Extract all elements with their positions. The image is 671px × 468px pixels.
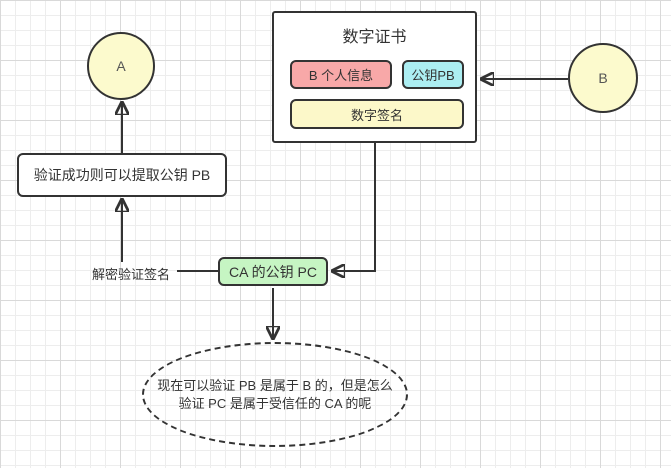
question-line-1: 现在可以验证 PB 是属于 B 的，但是怎么 xyxy=(157,377,393,393)
public-key-pb-box: 公钥PB xyxy=(402,60,464,89)
verify-success-box: 验证成功则可以提取公钥 PB xyxy=(17,153,227,197)
node-a: A xyxy=(87,32,155,100)
arrow-signature-to-ca xyxy=(334,127,376,271)
signature-box: 数字签名 xyxy=(290,99,464,129)
ca-public-key-box: CA 的公钥 PC xyxy=(218,257,328,286)
question-line-2: 验证 PC 是属于受信任的 CA 的呢 xyxy=(178,395,372,411)
decrypt-verify-label: 解密验证签名 xyxy=(92,267,171,282)
certificate-title: 数字证书 xyxy=(342,29,407,46)
node-b: B xyxy=(568,43,638,113)
verify-success-label: 验证成功则可以提取公钥 PB xyxy=(33,167,211,183)
node-a-label: A xyxy=(116,58,126,74)
certificate-box: 数字证书 B 个人信息 公钥PB 数字签名 xyxy=(272,11,477,143)
personal-info-label: B 个人信息 xyxy=(308,68,374,83)
personal-info-box: B 个人信息 xyxy=(290,60,392,89)
public-key-pb-label: 公钥PB xyxy=(411,68,455,83)
node-b-label: B xyxy=(598,70,608,86)
ca-public-key-label: CA 的公钥 PC xyxy=(229,263,317,280)
question-ellipse: 现在可以验证 PB 是属于 B 的，但是怎么 验证 PC 是属于受信任的 CA … xyxy=(142,342,408,447)
signature-label: 数字签名 xyxy=(350,107,403,123)
